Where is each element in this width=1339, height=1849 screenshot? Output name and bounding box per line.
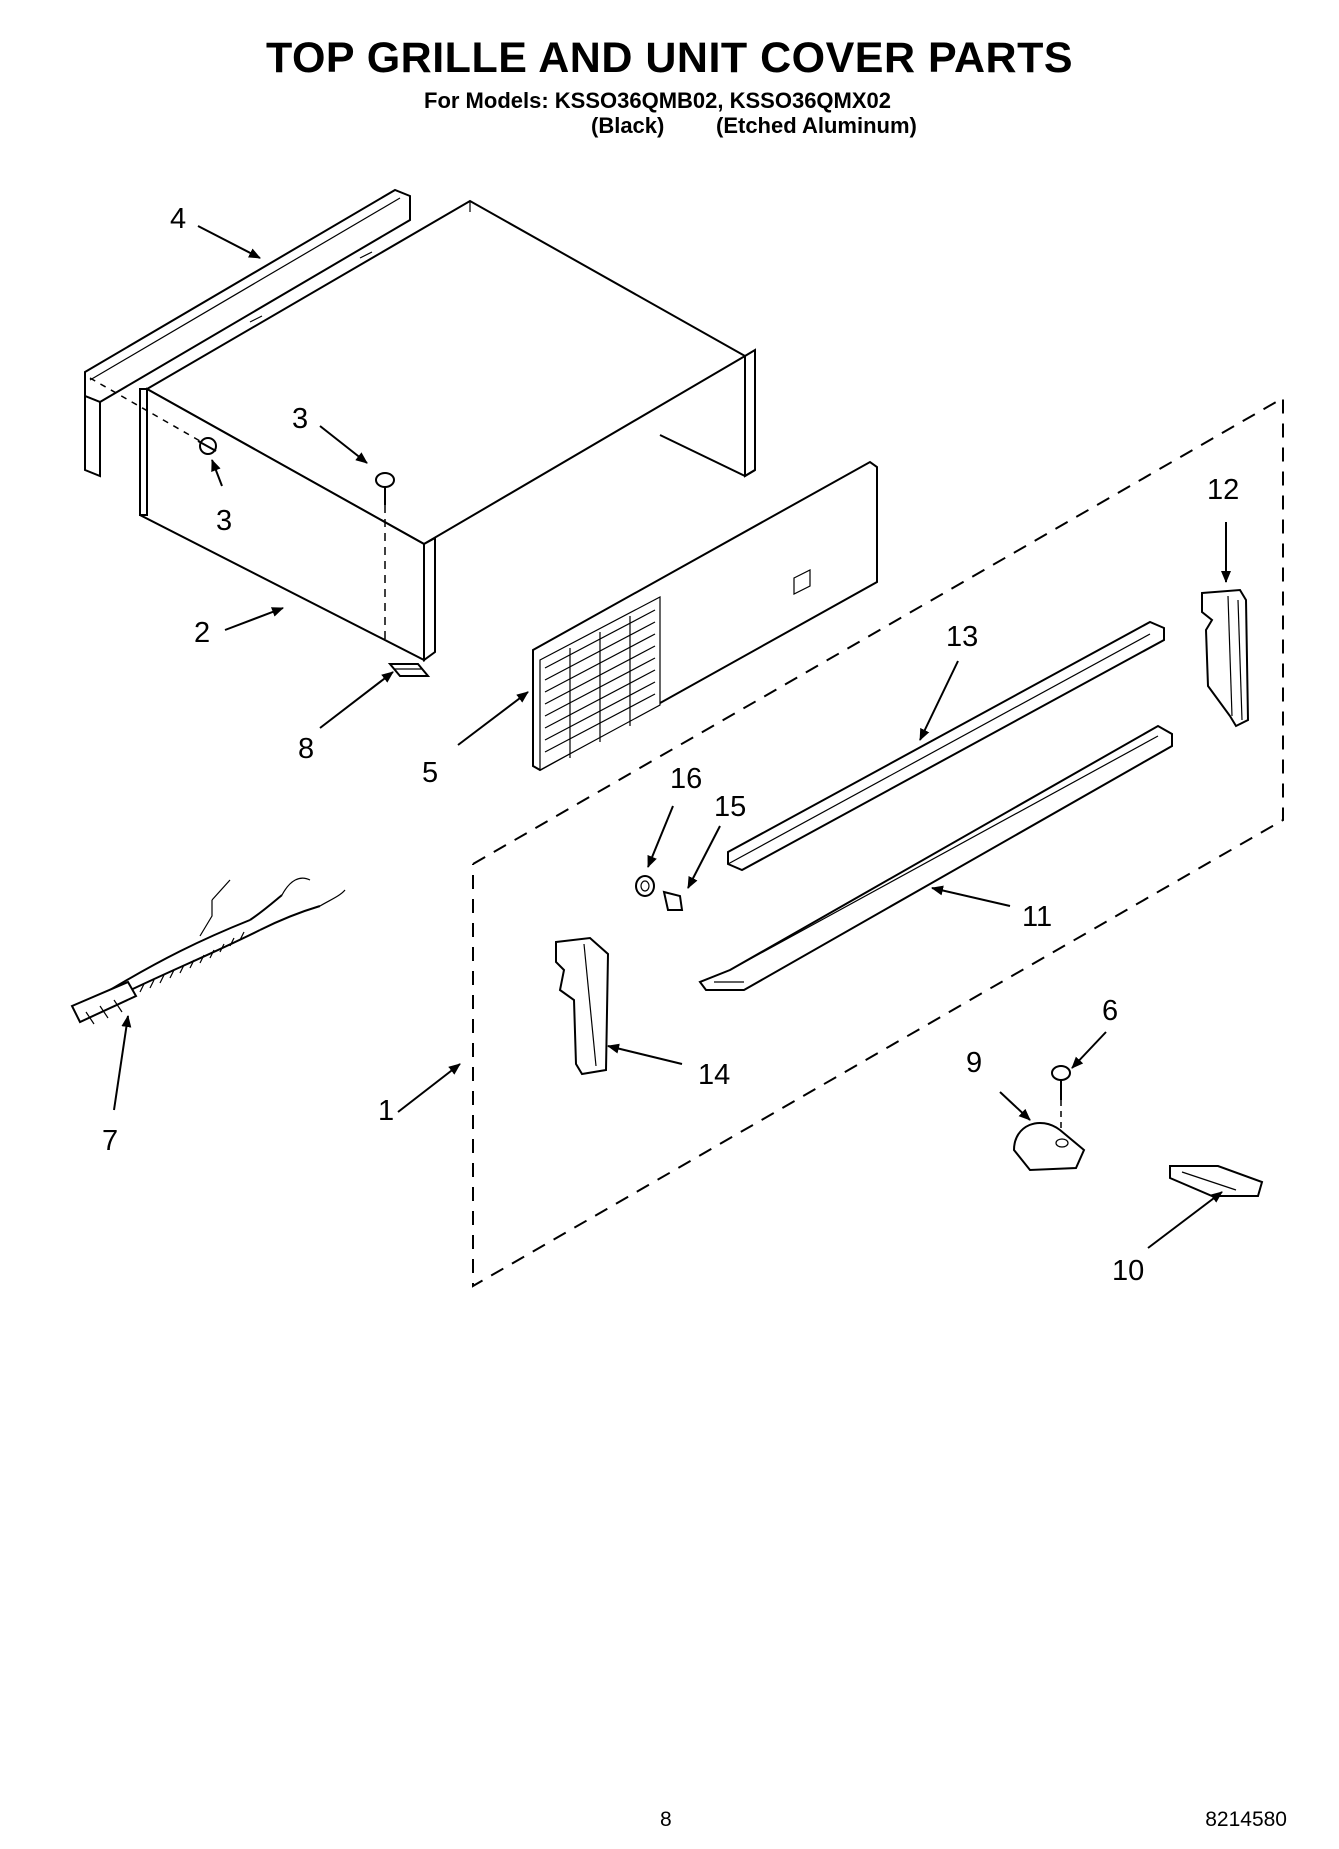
callout-8: 8 — [298, 733, 314, 765]
page-title: TOP GRILLE AND UNIT COVER PARTS — [265, 34, 1074, 82]
part-12-end-bracket — [1201, 588, 1250, 728]
page-number: 8 — [660, 1808, 672, 1831]
document-number: 8214580 — [1205, 1808, 1287, 1831]
part-13-upper-rail — [727, 620, 1165, 872]
callout-3-side: 3 — [216, 505, 232, 537]
part-3-screw-top — [375, 472, 395, 640]
part-5-grille-panel — [532, 460, 878, 772]
callout-10: 10 — [1112, 1255, 1144, 1287]
part-7-wire-harness — [70, 877, 346, 1025]
leader-arrows — [113, 225, 1231, 1249]
callout-5: 5 — [422, 757, 438, 789]
callout-6: 6 — [1102, 995, 1118, 1027]
part-1-kit-outline — [472, 396, 1284, 1288]
part-4-rear-panel — [84, 188, 411, 478]
part-14-side-bracket — [555, 936, 610, 1076]
part-3-screw-side — [89, 377, 217, 455]
callout-15: 15 — [714, 791, 746, 823]
callout-16: 16 — [670, 763, 702, 795]
part-15-pin — [662, 890, 684, 911]
callout-1: 1 — [378, 1095, 394, 1127]
callout-4: 4 — [170, 203, 186, 235]
part-2-unit-cover — [138, 199, 756, 662]
part-9-clamp — [1012, 1121, 1086, 1172]
part-11-lower-rail — [698, 724, 1173, 991]
callout-14: 14 — [698, 1059, 730, 1091]
part-8-bracket — [387, 663, 431, 677]
part-10-bracket — [1169, 1165, 1264, 1197]
callout-2: 2 — [194, 617, 210, 649]
callout-13: 13 — [946, 621, 978, 653]
callout-3-top: 3 — [292, 403, 308, 435]
models-line: For Models: KSSO36QMB02, KSSO36QMX02 — [424, 88, 892, 113]
callout-9: 9 — [966, 1047, 982, 1079]
callout-11: 11 — [1022, 901, 1052, 933]
variant-black-label: (Black) — [591, 113, 665, 138]
callout-7: 7 — [102, 1125, 118, 1157]
variant-aluminum-label: (Etched Aluminum) — [716, 113, 917, 138]
callout-12: 12 — [1207, 474, 1239, 506]
part-16-knob — [635, 875, 655, 897]
